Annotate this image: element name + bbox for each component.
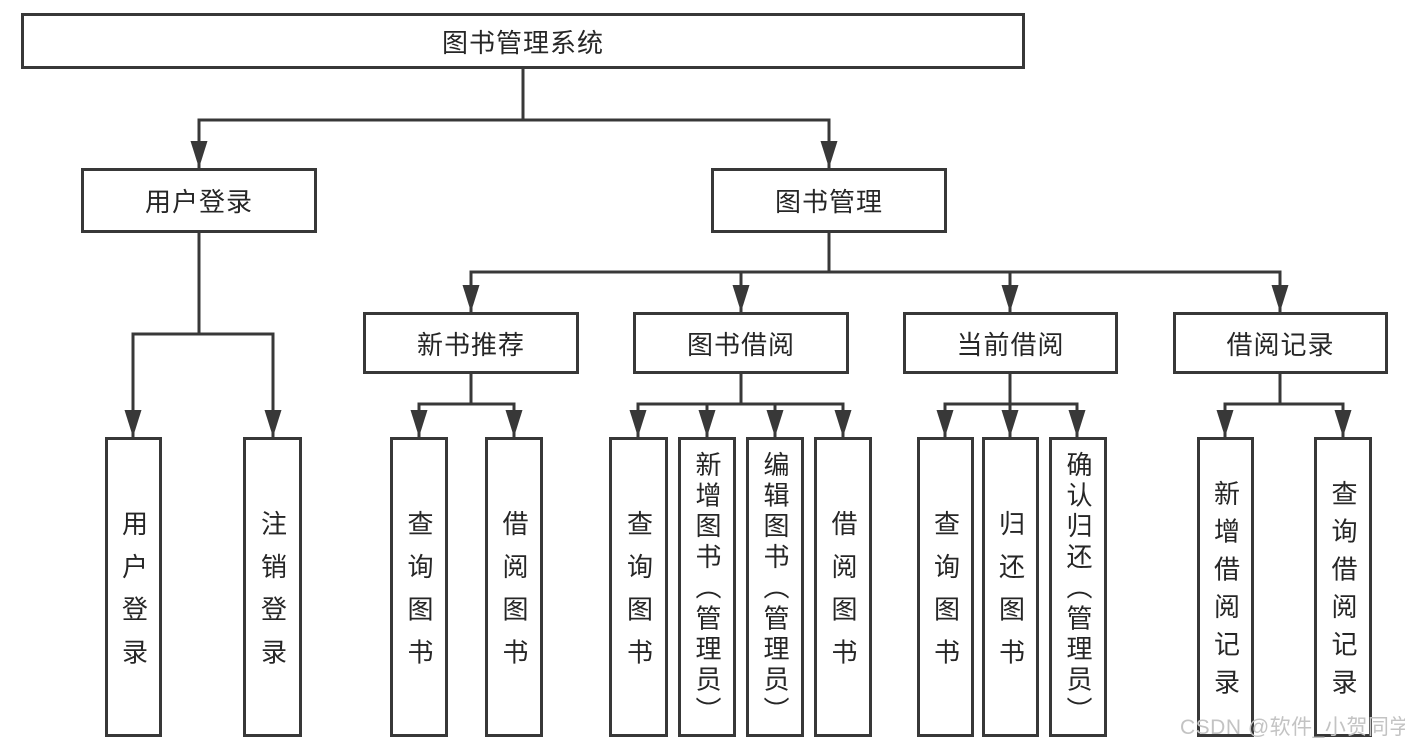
leaf-edit-books-admin: 编辑图书（管理员） [746, 437, 804, 737]
arrow-to-records [1271, 285, 1289, 312]
leaf-query-books-1: 查询图书 [390, 437, 448, 737]
node-borrow-records: 借阅记录 [1173, 312, 1388, 374]
node-user-login-label: 用户登录 [144, 187, 253, 217]
arrow-leaf-10 [1001, 410, 1019, 437]
leaf-edit-books-admin-label: 编辑图书（管理员） [760, 451, 790, 728]
leaf-borrow-books-2-label: 借阅图书 [828, 509, 858, 682]
node-book-borrow-label: 图书借阅 [686, 329, 795, 360]
leaf-return-books-label: 归还图书 [995, 509, 1026, 682]
edge-level3-bus [469, 270, 1282, 312]
leaf-add-borrow-record-label: 新增借阅记录 [1210, 479, 1241, 706]
arrow-leaf-6 [698, 410, 716, 437]
arrow-leaf-3 [410, 410, 428, 437]
leaf-query-borrow-record-label: 查询借阅记录 [1328, 479, 1358, 706]
leaf-query-books-3: 查询图书 [917, 437, 974, 737]
node-book-management: 图书管理 [711, 168, 947, 233]
leaf-user-login-label: 用户登录 [118, 509, 149, 682]
leaf-add-books-admin-label: 新增图书（管理员） [692, 451, 722, 728]
node-book-borrow: 图书借阅 [633, 312, 849, 374]
arrowheads [124, 141, 1352, 437]
edge-user-login-bus [131, 332, 275, 437]
leaf-query-books-2: 查询图书 [609, 437, 668, 737]
arrow-leaf-9 [936, 410, 954, 437]
edge-records-bus [1223, 402, 1345, 437]
node-book-management-label: 图书管理 [774, 187, 883, 217]
leaf-query-books-1-label: 查询图书 [404, 509, 434, 682]
arrow-to-book-mgmt [820, 141, 838, 168]
arrow-leaf-4 [505, 410, 523, 437]
leaf-confirm-return-admin: 确认归还（管理员） [1049, 437, 1107, 737]
arrow-leaf-5 [629, 410, 647, 437]
arrow-to-currentborrow [1001, 285, 1019, 312]
leaf-query-borrow-record: 查询借阅记录 [1314, 437, 1372, 737]
node-current-borrow-label: 当前借阅 [956, 329, 1065, 360]
node-library-system-label: 图书管理系统 [441, 27, 604, 58]
arrow-to-newbook [462, 285, 480, 312]
arrow-leaf-2 [264, 410, 282, 437]
arrow-leaf-1 [124, 410, 142, 437]
leaf-return-books: 归还图书 [982, 437, 1039, 737]
edge-level2-bus [197, 118, 831, 168]
arrow-leaf-12 [1216, 410, 1234, 437]
leaf-borrow-books-2: 借阅图书 [814, 437, 872, 737]
node-new-book-recommend-label: 新书推荐 [416, 329, 525, 360]
csdn-watermark: CSDN @软件_小贺同学 [1180, 716, 1405, 739]
arrow-leaf-13 [1334, 410, 1352, 437]
leaf-borrow-books-1-label: 借阅图书 [499, 509, 529, 682]
arrow-to-bookborrow [732, 285, 750, 312]
arrow-to-user-login [190, 141, 208, 168]
arrow-leaf-7 [766, 410, 784, 437]
leaf-user-login: 用户登录 [105, 437, 162, 737]
node-user-login: 用户登录 [81, 168, 317, 233]
leaf-borrow-books-1: 借阅图书 [485, 437, 543, 737]
node-new-book-recommend: 新书推荐 [363, 312, 579, 374]
arrow-leaf-11 [1068, 410, 1086, 437]
edge-bookborrow-bus [636, 402, 845, 437]
edge-newbook-bus [417, 402, 516, 437]
node-current-borrow: 当前借阅 [903, 312, 1118, 374]
leaf-logout-label: 注销登录 [257, 509, 288, 682]
leaf-confirm-return-admin-label: 确认归还（管理员） [1063, 451, 1093, 728]
leaf-query-books-2-label: 查询图书 [623, 509, 654, 682]
node-borrow-records-label: 借阅记录 [1226, 329, 1335, 360]
leaf-logout: 注销登录 [243, 437, 302, 737]
leaf-add-borrow-record: 新增借阅记录 [1197, 437, 1254, 737]
leaf-query-books-3-label: 查询图书 [930, 509, 961, 682]
node-library-system: 图书管理系统 [21, 13, 1025, 69]
arrow-leaf-8 [834, 410, 852, 437]
leaf-add-books-admin: 新增图书（管理员） [678, 437, 736, 737]
